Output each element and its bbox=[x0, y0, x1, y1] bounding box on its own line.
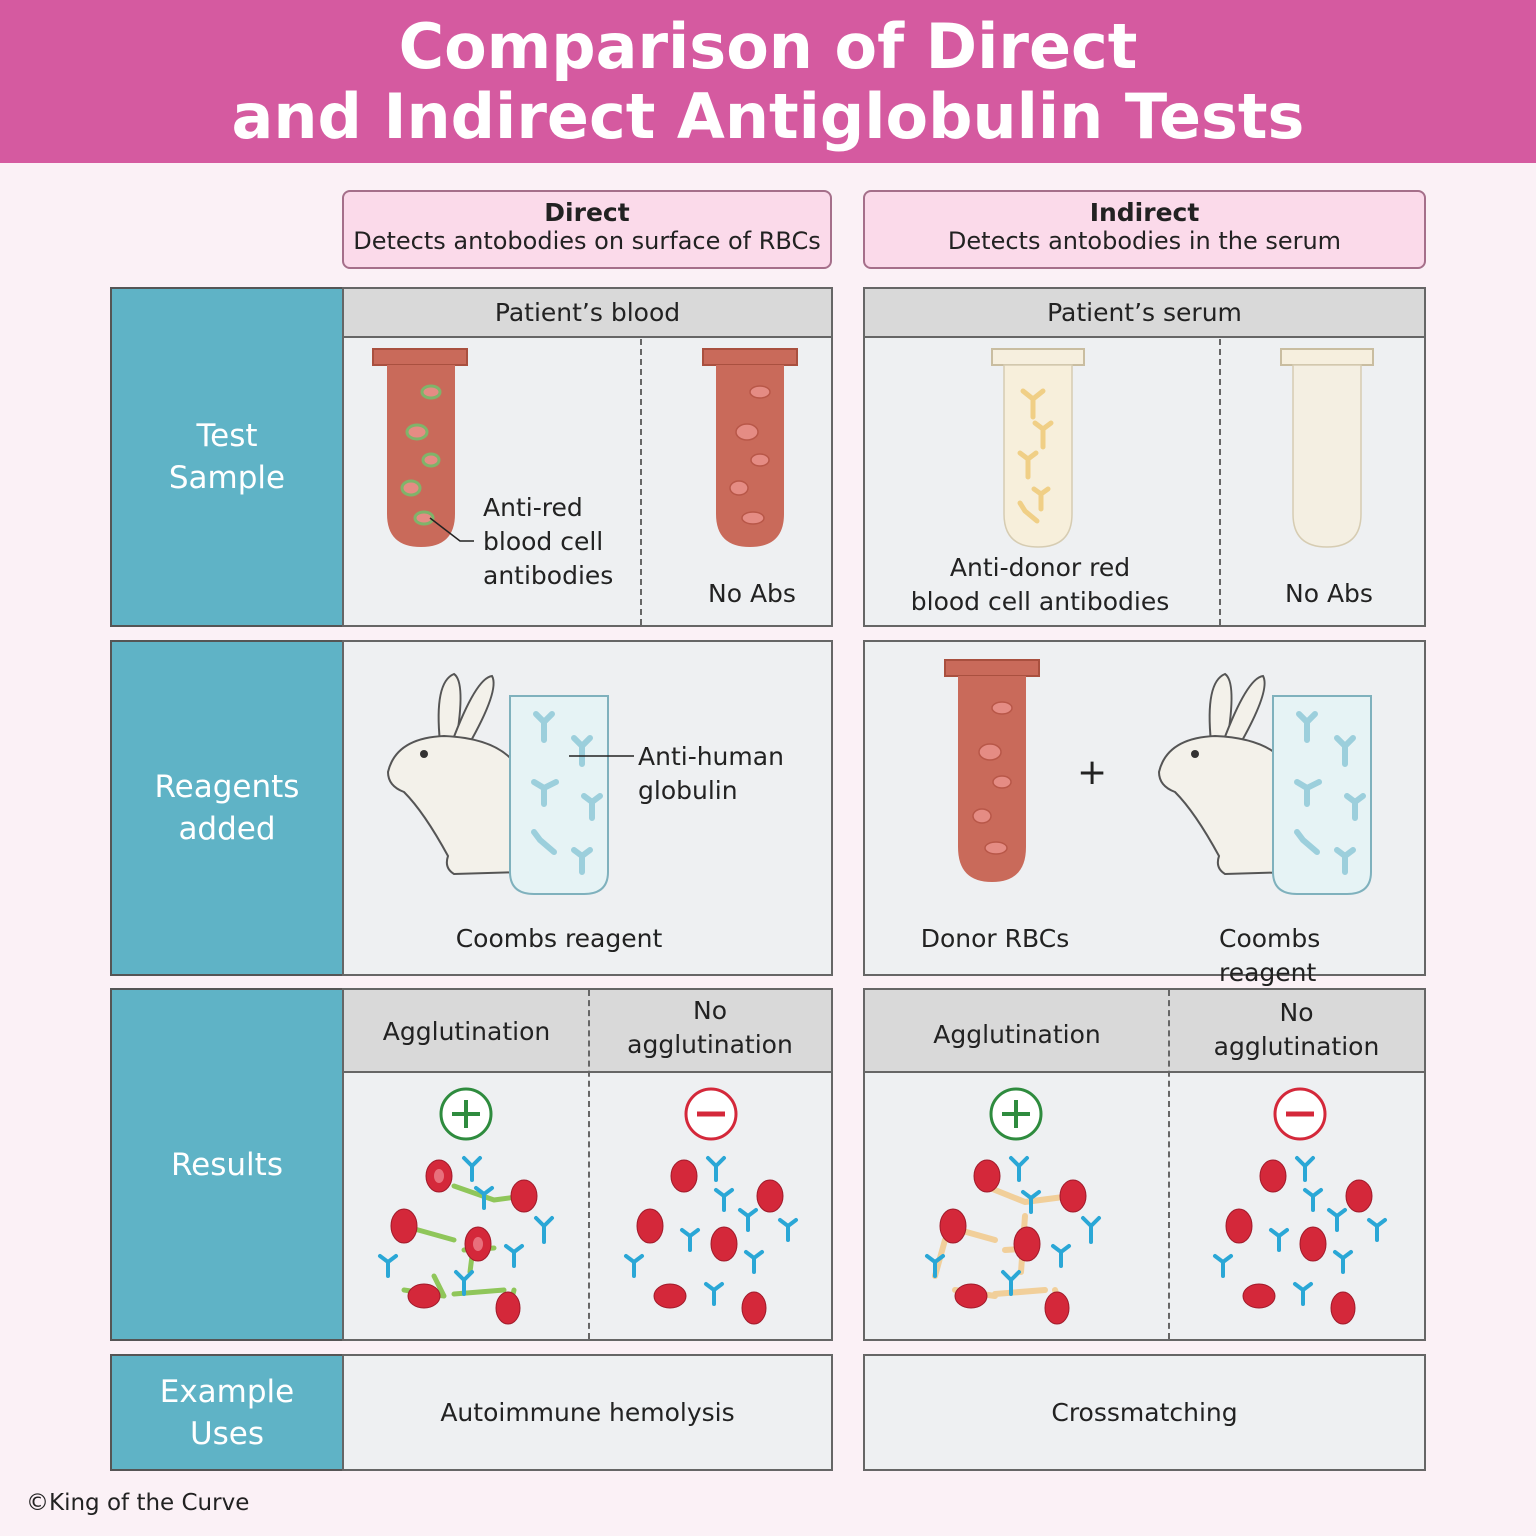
direct-sample-header: Patient’s blood bbox=[344, 289, 831, 338]
direct-results-header bbox=[344, 990, 831, 1073]
donor-rbc-tube bbox=[944, 659, 1040, 882]
indirect-negative-icon bbox=[1273, 1087, 1327, 1141]
direct-column-header: Direct Detects antobodies on surface of … bbox=[342, 190, 832, 269]
indirect-positive-icon bbox=[989, 1087, 1043, 1141]
title-line-2: and Indirect Antiglobulin Tests bbox=[231, 80, 1305, 153]
row-reagents-line1: Reagents bbox=[154, 769, 300, 805]
direct-reagents-cell: Anti-human globulin Coombs reagent bbox=[342, 640, 833, 976]
title-line-1: Comparison of Direct bbox=[398, 10, 1138, 83]
direct-antibody-line3: antibodies bbox=[483, 561, 614, 590]
direct-no-agglutination-label: No agglutination bbox=[589, 994, 831, 1062]
indirect-test-sample-cell: Patient’s serum Anti-donor red blood cel… bbox=[863, 287, 1426, 627]
direct-reagent-line2: globulin bbox=[638, 776, 738, 805]
indirect-agglutination-label: Agglutination bbox=[933, 1020, 1101, 1049]
direct-use-cell: Autoimmune hemolysis bbox=[342, 1354, 833, 1471]
direct-antibody-line1: Anti-red bbox=[483, 493, 583, 522]
indirect-sample-divider bbox=[1219, 339, 1221, 625]
direct-agglutinated-cells bbox=[378, 1156, 554, 1325]
direct-antibody-label: Anti-red blood cell antibodies bbox=[483, 491, 613, 593]
direct-free-cells bbox=[624, 1156, 798, 1325]
indirect-use-cell: Crossmatching bbox=[863, 1354, 1426, 1471]
direct-results-divider bbox=[588, 990, 590, 1339]
indirect-agglutinated-cells bbox=[925, 1156, 1101, 1325]
row-test-sample-line1: Test bbox=[196, 418, 258, 454]
direct-agglutination-label: Agglutination bbox=[382, 1017, 551, 1046]
direct-subtitle: Detects antobodies on surface of RBCs bbox=[353, 227, 821, 255]
direct-coombs-tube bbox=[509, 695, 634, 895]
row-test-sample-line2: Sample bbox=[168, 460, 286, 496]
title-banner bbox=[0, 0, 1536, 163]
indirect-no-agg-line1: No bbox=[1279, 998, 1314, 1027]
indirect-reagents-cell: + Donor RBCs Coombs reagent bbox=[863, 640, 1426, 987]
indirect-results-header bbox=[865, 990, 1424, 1073]
indirect-no-agg-line2: agglutination bbox=[1213, 1032, 1380, 1061]
direct-antibody-line2: blood cell bbox=[483, 527, 604, 556]
indirect-rabbit-icon bbox=[1157, 672, 1297, 876]
direct-no-agg-line2: agglutination bbox=[627, 1030, 793, 1059]
indirect-results-divider bbox=[1168, 990, 1170, 1339]
direct-reagent-line1: Anti-human bbox=[638, 742, 784, 771]
indirect-no-agglutination-label: No agglutination bbox=[1169, 996, 1424, 1064]
direct-no-agg-line1: No bbox=[693, 996, 727, 1025]
indirect-no-abs-label: No Abs bbox=[1285, 579, 1373, 608]
indirect-column-header: Indirect Detects antobodies in the serum bbox=[863, 190, 1426, 269]
direct-sample-divider bbox=[640, 339, 642, 625]
indirect-sample-header: Patient’s serum bbox=[865, 289, 1424, 338]
direct-rabbit-icon bbox=[386, 672, 526, 876]
copyright-text: ©King of the Curve bbox=[26, 1490, 250, 1516]
indirect-free-cells bbox=[1213, 1156, 1387, 1325]
indirect-coombs-tube bbox=[1272, 695, 1372, 895]
indirect-heading: Indirect bbox=[1089, 198, 1200, 227]
donor-rbcs-label: Donor RBCs bbox=[920, 924, 1070, 953]
row-reagents-line2: added bbox=[178, 811, 276, 847]
indirect-results-cell: Agglutination No agglutination bbox=[863, 988, 1426, 1341]
direct-heading: Direct bbox=[544, 198, 630, 227]
direct-positive-icon bbox=[439, 1087, 493, 1141]
indirect-coombs-label: Coombs reagent bbox=[1219, 924, 1321, 987]
indirect-serum-tubes bbox=[991, 348, 1374, 548]
row-label-results: Results bbox=[110, 988, 342, 1341]
row-label-reagents: Reagents added bbox=[110, 640, 342, 976]
direct-use-label: Autoimmune hemolysis bbox=[440, 1397, 735, 1427]
direct-coombs-label: Coombs reagent bbox=[455, 924, 663, 953]
row-results-line1: Results bbox=[171, 1146, 283, 1183]
direct-no-abs-label: No Abs bbox=[708, 579, 796, 608]
indirect-use-label: Crossmatching bbox=[1051, 1397, 1238, 1427]
indirect-antibody-line1: Anti-donor red bbox=[949, 553, 1131, 582]
indirect-antibody-line2: blood cell antibodies bbox=[910, 587, 1170, 616]
direct-reagent-label: Anti-human globulin bbox=[638, 740, 784, 808]
direct-negative-icon bbox=[684, 1087, 738, 1141]
direct-test-sample-cell: Patient’s blood Anti-red blood cell anti… bbox=[342, 287, 833, 627]
direct-results-cell: Agglutination No agglutination bbox=[342, 988, 833, 1341]
row-uses-line1: Example bbox=[159, 1373, 295, 1410]
indirect-antibody-label: Anti-donor red blood cell antibodies bbox=[895, 551, 1185, 619]
row-uses-line2: Uses bbox=[189, 1415, 265, 1452]
direct-tube-with-antibodies bbox=[372, 348, 798, 547]
plus-sign: + bbox=[1077, 752, 1108, 793]
indirect-subtitle: Detects antobodies in the serum bbox=[947, 227, 1342, 255]
